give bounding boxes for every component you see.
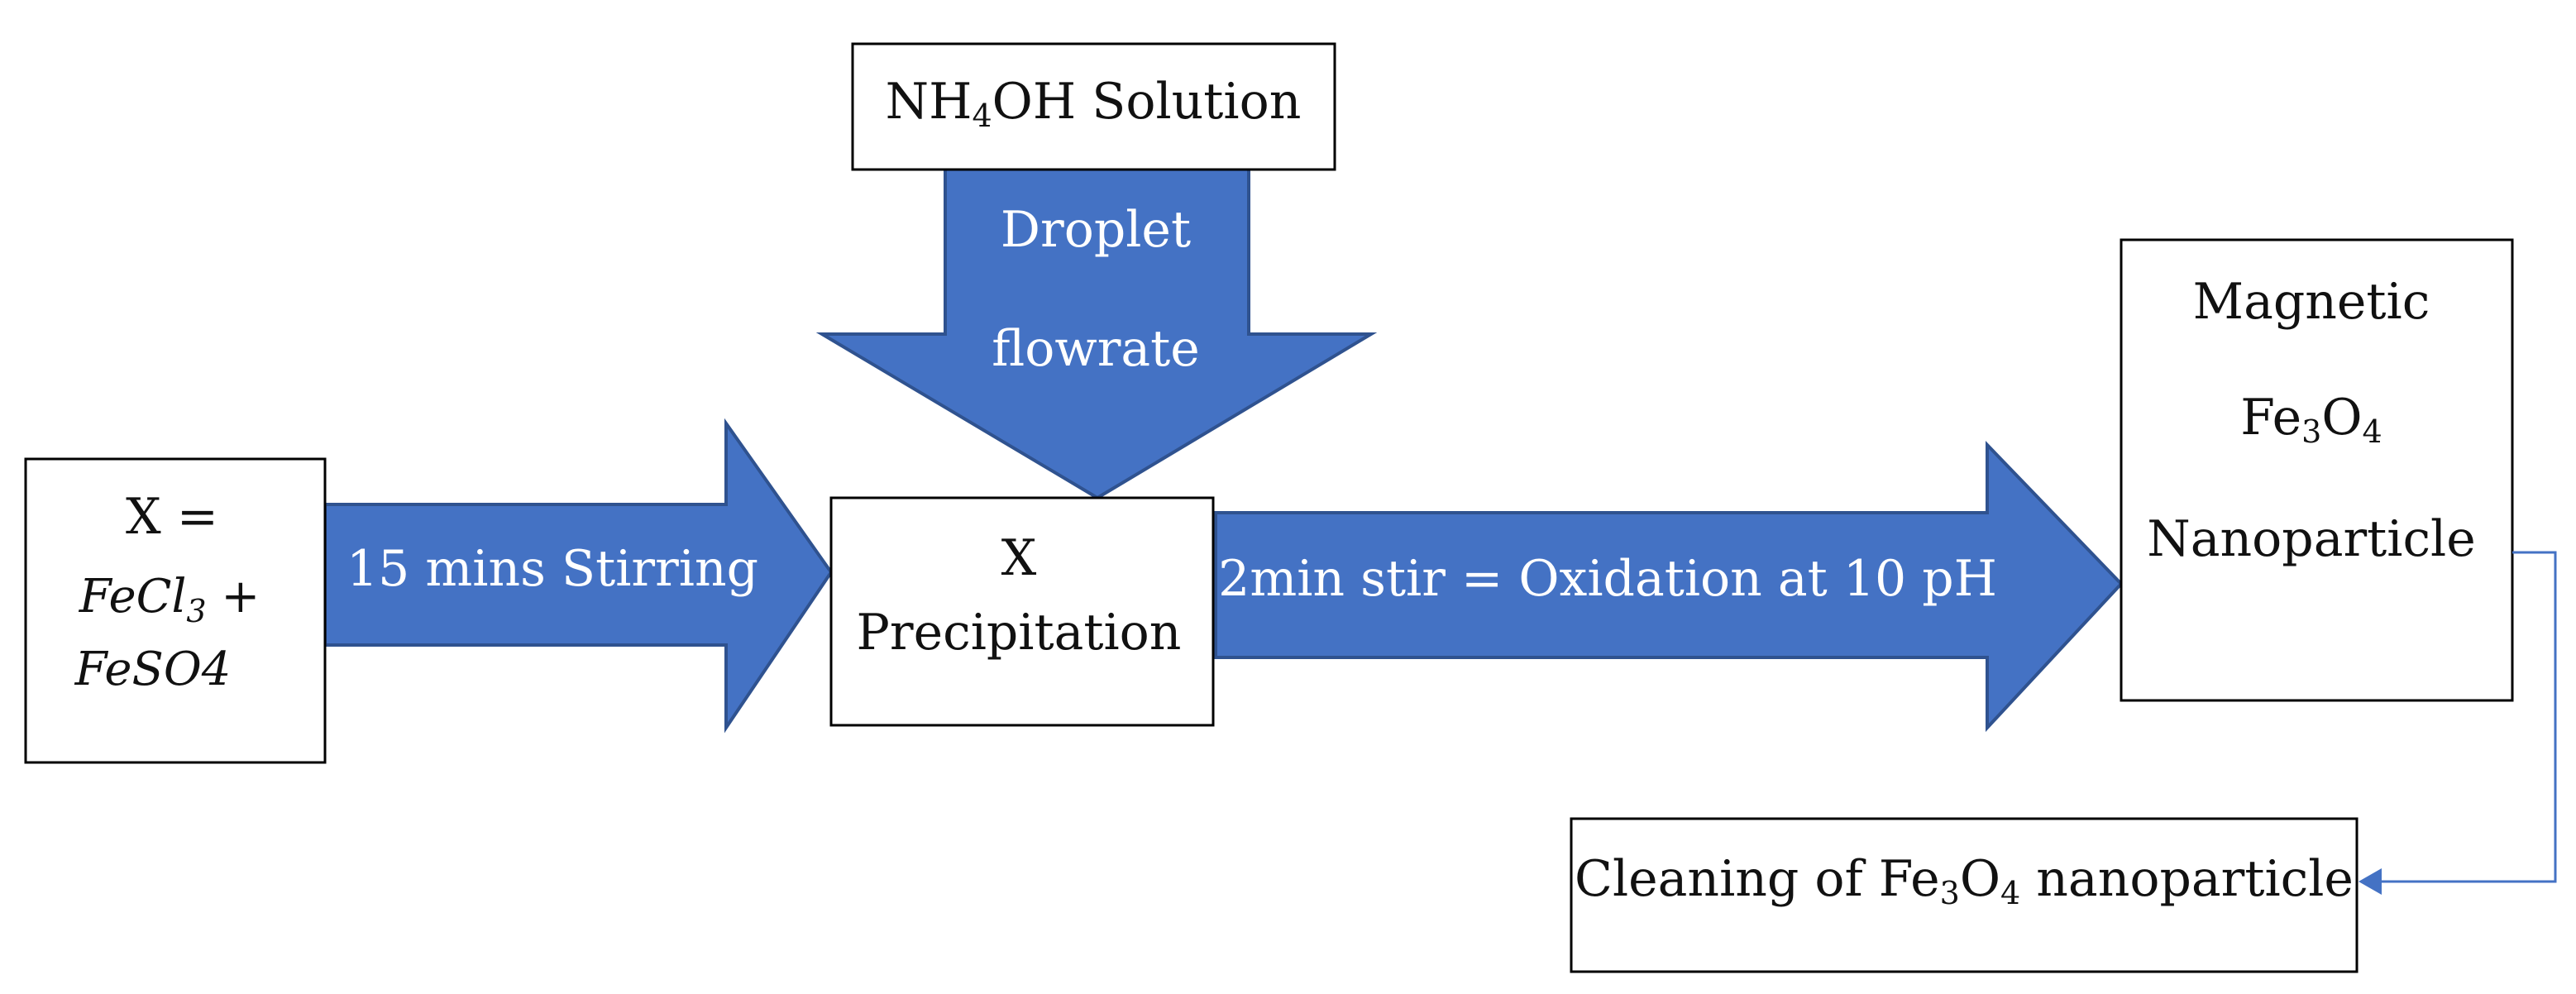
- droplet-arrow: [815, 166, 1378, 500]
- cleaning-box: [1570, 817, 2359, 973]
- magnetic-line-3: Nanoparticle: [2147, 510, 2476, 568]
- cleaning-o-subscript: 4: [2000, 875, 2020, 911]
- precipitation-box: [829, 496, 1215, 727]
- stirring-arrow: [323, 418, 834, 734]
- droplet-arrow-label-line2: flowrate: [992, 320, 1200, 378]
- connector-line: [2378, 551, 2557, 883]
- oxidation-arrow: [1214, 441, 2124, 733]
- cleaning-suffix: nanoparticle: [2020, 850, 2354, 908]
- nh4oh-suffix: OH Solution: [992, 73, 1302, 131]
- fecl-text: FeCl: [79, 570, 187, 624]
- precipitation-line-1: X: [1001, 529, 1037, 587]
- input-line-1: X =: [126, 488, 218, 546]
- connector-arrowhead: [2359, 868, 2382, 895]
- cleaning-prefix: Cleaning of Fe: [1575, 850, 1940, 908]
- magnetic-fe: Fe: [2240, 389, 2301, 447]
- input-line-3: FeSO4: [74, 643, 232, 696]
- stirring-arrow-label: 15 mins Stirring: [346, 540, 758, 598]
- nh4oh-prefix: NH: [886, 73, 973, 131]
- precipitation-line-2: Precipitation: [857, 604, 1182, 662]
- magnetic-line-2: Fe3O4: [2240, 389, 2382, 450]
- cleaning-o: O: [1960, 850, 2000, 908]
- droplet-arrow-label-line1: Droplet: [1001, 201, 1191, 259]
- fecl-subscript: 3: [186, 593, 206, 629]
- nh4oh-solution-label: NH4OH Solution: [886, 73, 1302, 134]
- magnetic-nanoparticle-box: [2120, 238, 2514, 702]
- magnetic-fe-subscript: 3: [2301, 413, 2321, 450]
- oxidation-arrow-label: 22min stir = Oxidation at 10 pH: [1187, 550, 1997, 608]
- nh4oh-solution-box: [851, 42, 1336, 171]
- cleaning-label: Cleaning of Fe3O4 nanoparticle: [1575, 850, 2354, 911]
- nh4oh-subscript: 4: [972, 98, 992, 134]
- cleaning-fe-subscript: 3: [1940, 875, 1960, 911]
- magnetic-line-1: Magnetic: [2193, 273, 2430, 331]
- fecl-plus: +: [207, 570, 260, 624]
- magnetic-o-subscript: 4: [2363, 413, 2382, 450]
- magnetic-o: O: [2321, 389, 2362, 447]
- input-line-2: FeCl3 +: [79, 570, 260, 629]
- input-reagents-box: [24, 457, 327, 764]
